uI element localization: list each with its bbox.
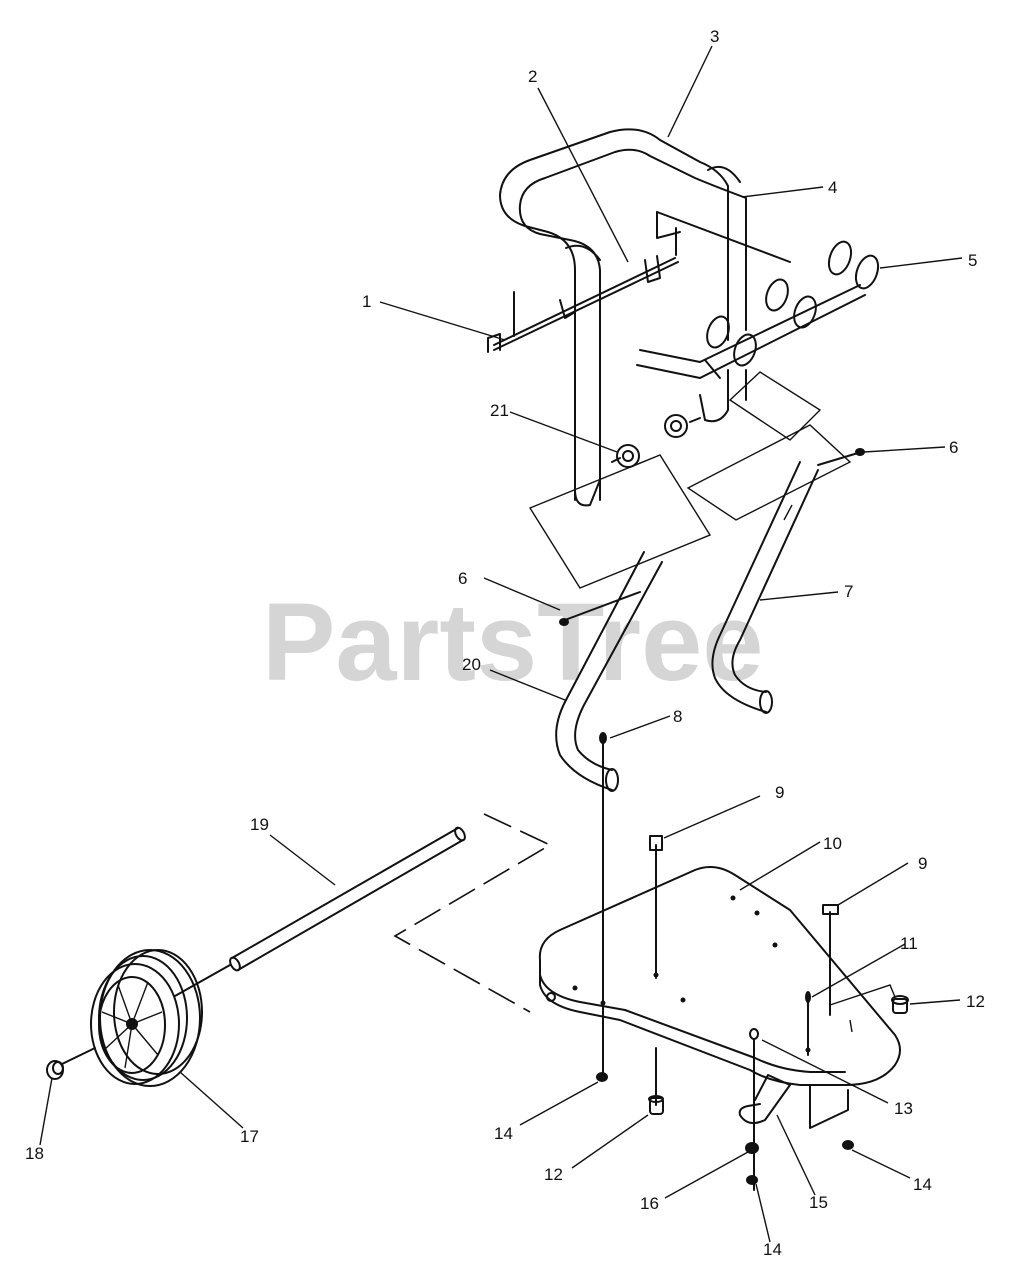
projection-guides [528,371,852,589]
right-leg [711,461,819,714]
callout-9-lower: 9 [918,854,927,873]
callout-12-lower: 12 [544,1165,563,1184]
callout-14-right: 14 [913,1175,932,1194]
callout-20: 20 [462,655,481,674]
callout-16: 16 [640,1194,659,1213]
bolt-lines [599,732,896,1191]
callout-8: 8 [673,707,682,726]
handle-frame [499,128,747,507]
callout-10: 10 [823,834,842,853]
callout-18: 18 [25,1144,44,1163]
callout-4: 4 [828,178,837,197]
hardware-nuts [596,995,909,1185]
callout-11: 11 [900,934,918,953]
leader-lines [39,45,963,1243]
callout-17: 17 [240,1127,259,1146]
axle-projection [393,813,552,1013]
callout-5: 5 [968,251,977,270]
callout-13: 13 [894,1099,913,1118]
hose-rack-left [487,211,681,353]
bolt-parts [559,448,865,626]
callout-7: 7 [844,582,853,601]
callout-14-bottom: 14 [763,1240,782,1259]
callout-19: 19 [250,815,269,834]
left-leg [555,551,663,792]
callout-labels: 1 2 3 4 5 6 6 7 8 9 9 10 11 12 12 13 14 … [25,27,985,1259]
watermark-text: PartsTree [262,581,763,704]
knob-parts [611,414,701,468]
callout-12-right: 12 [966,992,985,1011]
callout-15: 15 [809,1193,828,1212]
callout-9-upper: 9 [775,783,784,802]
callout-6-lower: 6 [458,569,467,588]
wheel [90,949,203,1087]
callout-1: 1 [362,292,371,311]
callout-2: 2 [528,67,537,86]
base-plate [538,865,901,1129]
callout-14-left: 14 [494,1124,513,1143]
hose-rack-right [636,211,880,379]
callout-3: 3 [710,27,719,46]
callout-21: 21 [490,401,509,420]
hub-cap [46,1060,64,1080]
callout-6-upper: 6 [949,438,958,457]
axle [61,826,466,1065]
